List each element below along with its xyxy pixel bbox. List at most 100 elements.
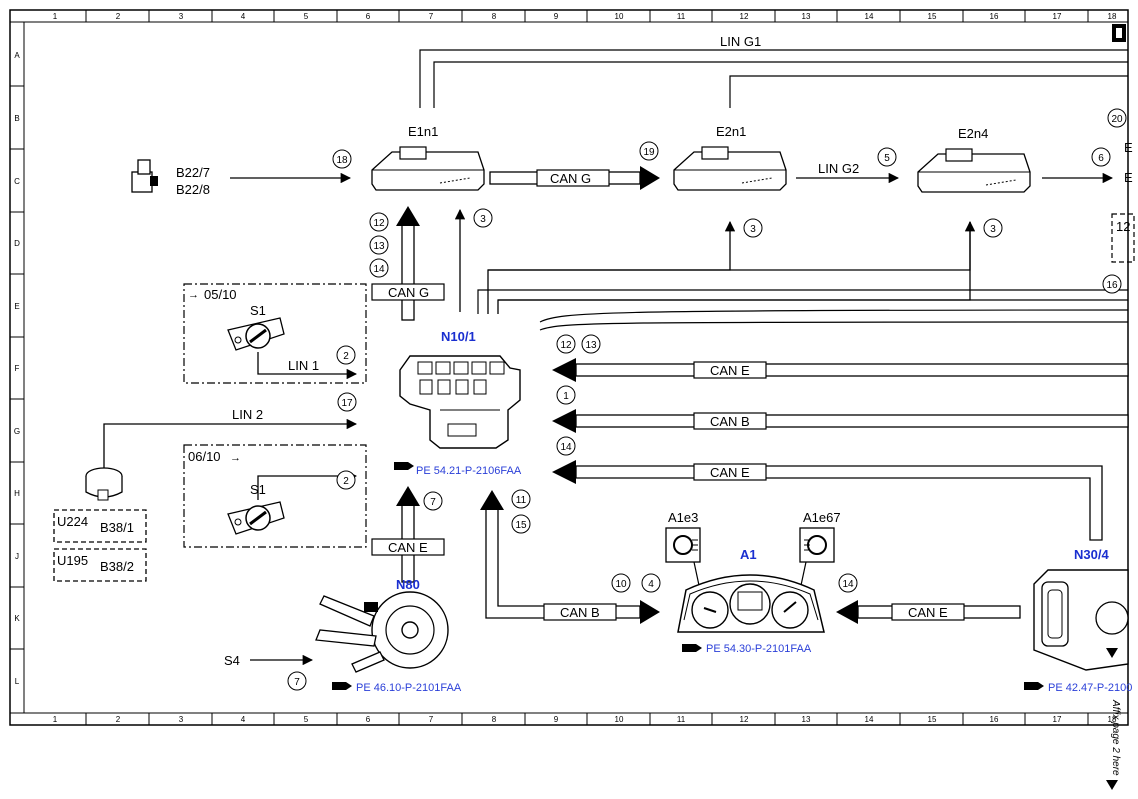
- n80-reference-link[interactable]: PE 46.10-P-2101FAA: [356, 682, 462, 694]
- ref-arrow-icon: →: [188, 289, 199, 301]
- switch-icon: [227, 501, 285, 535]
- col-label: 5: [304, 12, 309, 21]
- bus-label: LIN G2: [818, 161, 859, 176]
- col-label: 16: [990, 12, 999, 21]
- callout-number: 15: [515, 520, 527, 531]
- col-label: 4: [241, 715, 246, 724]
- truncated-label: 12: [1116, 219, 1130, 234]
- s1-label: S1: [250, 303, 266, 318]
- callout-number: 13: [585, 340, 597, 351]
- down-arrow-icon: [1106, 648, 1118, 658]
- n10-1-reference-link[interactable]: PE 54.21-P-2106FAA: [416, 465, 522, 477]
- u224-box: [53, 509, 147, 543]
- bus-bundle: [539, 309, 1129, 323]
- col-label: 10: [615, 12, 624, 21]
- column-grid: [85, 10, 1089, 725]
- bus-label: CAN E: [710, 363, 750, 378]
- callout-number: 4: [648, 579, 654, 590]
- row-grid: [10, 85, 24, 650]
- truncated-label: E: [1124, 140, 1133, 155]
- callout-number: 7: [294, 677, 300, 688]
- reference-hand-icon: [1024, 682, 1044, 690]
- col-label: 12: [740, 12, 749, 21]
- u195-box: [53, 548, 147, 582]
- col-label: 11: [677, 12, 686, 21]
- can-e-link-1: [552, 358, 1129, 382]
- col-label: 2: [116, 12, 121, 21]
- lin-1-arrow: [257, 352, 358, 380]
- steering-column-switch-icon: [315, 591, 449, 673]
- e1n1-label: E1n1: [408, 124, 438, 139]
- col-label: 3: [179, 12, 184, 21]
- row-label: F: [15, 364, 20, 373]
- callout-number: 2: [343, 476, 349, 487]
- connector-icon: [131, 159, 158, 193]
- callout-number: 10: [615, 579, 627, 590]
- callout-number: 5: [884, 153, 890, 164]
- can-e-link-2: [552, 460, 1103, 541]
- reference-hand-icon: [682, 644, 702, 652]
- callout-number: 3: [480, 214, 486, 225]
- a1e67-label: A1e67: [803, 510, 841, 525]
- can-e-link-a1: [836, 600, 1021, 624]
- reference-hand-icon: [332, 682, 352, 690]
- s1-group-top: [183, 283, 367, 384]
- can-b-link-a1: [480, 490, 660, 624]
- callout-number: 14: [560, 442, 572, 453]
- callout-number: 17: [341, 398, 353, 409]
- callout-number: 3: [990, 224, 996, 235]
- b38-2-label: B38/2: [100, 559, 134, 574]
- col-label: 12: [740, 715, 749, 724]
- a1e3-label: A1e3: [668, 510, 698, 525]
- bus-label: LIN G1: [720, 34, 761, 49]
- col-label: 15: [928, 715, 937, 724]
- bus-label: CAN E: [710, 465, 750, 480]
- callout-number: 20: [1111, 114, 1123, 125]
- col-label: 1: [53, 715, 58, 724]
- ref-label: 05/10: [204, 287, 237, 302]
- row-label: H: [14, 489, 20, 498]
- callouts: 18 19 5 6 20 3 3 3 12 13 14 16 12 13 1 1…: [287, 108, 1127, 691]
- bus-label: CAN B: [710, 414, 750, 429]
- line-16: [477, 289, 1128, 314]
- col-label: 13: [802, 715, 811, 724]
- row-label: G: [14, 427, 20, 436]
- ref-label: 06/10: [188, 449, 221, 464]
- side-note: Affix page 2 here: [1110, 699, 1121, 776]
- instrument-cluster-icon: [677, 574, 825, 633]
- bus-label: LIN 1: [288, 358, 319, 373]
- col-label: 3: [179, 715, 184, 724]
- col-label: 1: [53, 12, 58, 21]
- col-label: 13: [802, 12, 811, 21]
- partial-box: [1111, 213, 1135, 263]
- callout-number: 3: [750, 224, 756, 235]
- down-arrow-icon: [1106, 780, 1118, 790]
- bus-label: CAN G: [388, 285, 429, 300]
- n30-4-reference-link[interactable]: PE 42.47-P-2100: [1048, 682, 1132, 694]
- u224-label: U224: [57, 514, 88, 529]
- callout-number: 14: [842, 579, 854, 590]
- col-label: 10: [615, 715, 624, 724]
- col-label: 17: [1053, 12, 1062, 21]
- can-g-link: [489, 166, 660, 190]
- switch-icon: [227, 317, 285, 351]
- callout-number: 1: [563, 391, 569, 402]
- col-label: 14: [865, 715, 874, 724]
- lin-g1-bus: [419, 49, 1128, 108]
- callout-number: 16: [1106, 280, 1118, 291]
- bus-label: CAN E: [908, 605, 948, 620]
- s4-label: S4: [224, 653, 240, 668]
- a1-reference-link[interactable]: PE 54.30-P-2101FAA: [706, 643, 812, 655]
- bus-label: CAN G: [550, 171, 591, 186]
- n10-1-label: N10/1: [441, 329, 476, 344]
- can-g-vertical-link: [371, 206, 445, 321]
- col-label: 7: [429, 715, 434, 724]
- e2n1-label: E2n1: [716, 124, 746, 139]
- control-unit-icon: [917, 148, 1031, 193]
- signal-arrow: [257, 470, 358, 500]
- lamp-icon: [799, 527, 835, 563]
- callout-number: 7: [430, 497, 436, 508]
- truncated-label: E: [1124, 170, 1133, 185]
- s1-group-bottom: [183, 444, 367, 548]
